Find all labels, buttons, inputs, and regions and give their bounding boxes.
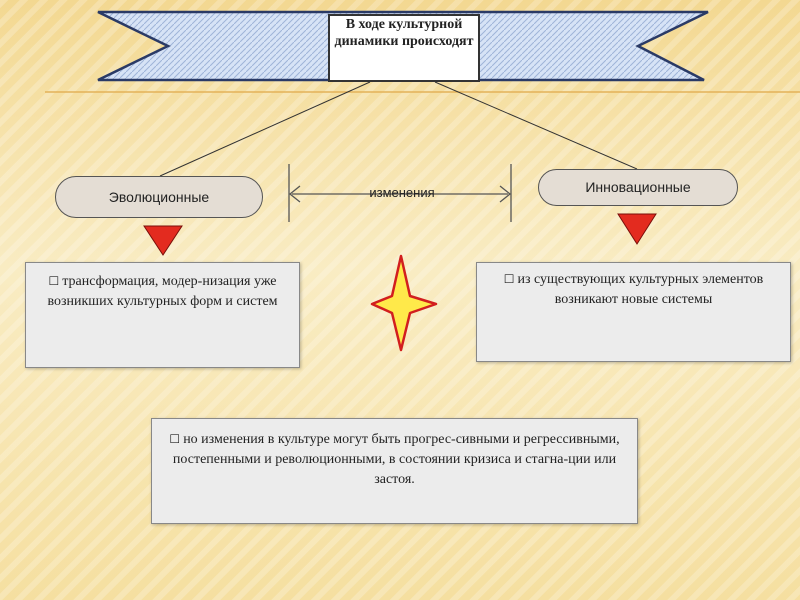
summary-box: ☐но изменения в культуре могут быть прог… [151,418,638,524]
connector-right [434,81,638,170]
evolutionary-node: Эволюционные [55,176,263,218]
innovative-description: из существующих культурных элементов воз… [517,272,764,307]
evolutionary-label: Эволюционные [108,189,210,205]
innovative-description-box: ☐из существующих культурных элементов во… [476,262,791,362]
innovative-label: Инновационные [585,179,691,195]
arrow-down-icon-right [617,213,657,245]
title-box: В ходе культурной динамики происходят [328,14,480,82]
changes-label: изменения [369,185,435,200]
changes-double-arrow [288,164,512,222]
evolutionary-description: трансформация, модер-низация уже возникш… [47,274,278,309]
summary-text: но изменения в культуре могут быть прогр… [172,432,620,487]
connector-left [159,81,371,177]
checkbox-icon: ☐ [48,274,60,288]
checkbox-icon: ☐ [503,272,515,286]
title-text: В ходе культурной динамики происходят [334,17,474,49]
star-icon [370,254,438,352]
arrow-down-icon-left [143,225,183,256]
evolutionary-description-box: ☐трансформация, модер-низация уже возник… [25,262,300,368]
innovative-node: Инновационные [538,169,738,206]
checkbox-icon: ☐ [169,432,181,446]
